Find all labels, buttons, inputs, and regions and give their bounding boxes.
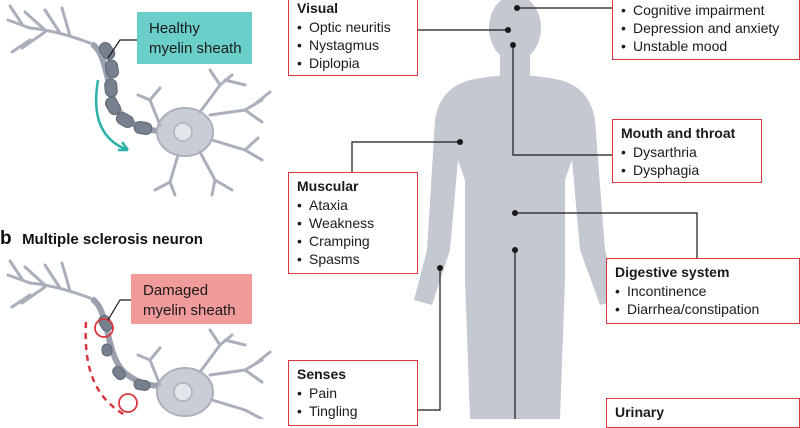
senses-item: Tingling	[297, 402, 409, 420]
urinary-title: Urinary	[615, 404, 665, 420]
muscular-box: Muscular Ataxia Weakness Cramping Spasms	[288, 172, 418, 274]
damaged-tag-line2: myelin sheath	[143, 302, 236, 319]
mouth-item: Dysarthria	[621, 143, 753, 161]
mouth-item: Dysphagia	[621, 161, 753, 179]
visual-item: Nystagmus	[297, 36, 409, 54]
muscular-item: Ataxia	[297, 196, 409, 214]
mouth-title: Mouth and throat	[621, 125, 736, 141]
muscular-item: Spasms	[297, 250, 409, 268]
illustration-canvas	[6, 0, 698, 419]
senses-title: Senses	[297, 366, 347, 382]
healthy-myelin-tag: Healthy myelin sheath	[137, 12, 252, 64]
visual-item: Diplopia	[297, 54, 409, 72]
visual-item: Optic neuritis	[297, 18, 409, 36]
ms-neuron	[6, 259, 272, 419]
panel-b-letter: b	[0, 228, 12, 249]
brain-item: Cognitive impairment	[621, 1, 791, 19]
brain-item: Depression and anxiety	[621, 19, 791, 37]
mouth-throat-box: Mouth and throat Dysarthria Dysphagia	[612, 119, 762, 183]
body-silhouette	[414, 0, 618, 419]
panel-b-title: Multiple sclerosis neuron	[22, 231, 203, 248]
urinary-box: Urinary	[606, 398, 800, 428]
healthy-neuron	[6, 4, 272, 197]
damaged-myelin-tag: Damaged myelin sheath	[131, 274, 252, 324]
brain-item: Unstable mood	[621, 37, 791, 55]
healthy-tag-line1: Healthy	[149, 20, 200, 37]
muscular-title: Muscular	[297, 178, 359, 194]
muscular-item: Weakness	[297, 214, 409, 232]
digestive-box: Digestive system Incontinence Diarrhea/c…	[606, 258, 800, 324]
connector-lines	[351, 7, 698, 419]
digestive-item: Diarrhea/constipation	[615, 300, 791, 318]
senses-item: Pain	[297, 384, 409, 402]
visual-box: Visual Optic neuritis Nystagmus Diplopia	[288, 0, 418, 76]
digestive-title: Digestive system	[615, 264, 730, 280]
panel-b-label: b Multiple sclerosis neuron	[0, 228, 203, 249]
healthy-tag-line2: myelin sheath	[149, 40, 242, 57]
brain-box: Cognitive impairment Depression and anxi…	[612, 0, 800, 60]
damaged-tag-line1: Damaged	[143, 282, 209, 299]
digestive-item: Incontinence	[615, 282, 791, 300]
senses-box: Senses Pain Tingling	[288, 360, 418, 426]
visual-title: Visual	[297, 0, 338, 16]
muscular-item: Cramping	[297, 232, 409, 250]
